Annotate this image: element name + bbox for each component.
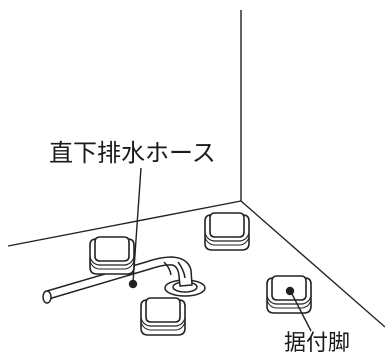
foot-pad-back-right: [204, 212, 250, 251]
foot-pad-front-left: [140, 297, 186, 336]
room-outline: [7, 10, 385, 328]
floor-left-edge: [7, 200, 242, 247]
feet-leader-dot: [285, 286, 295, 296]
hose-leader-line: [132, 167, 142, 284]
leader-lines: [128, 167, 312, 332]
drain-hose-label: 直下排水ホース: [49, 139, 216, 167]
feet-leader-line: [290, 291, 312, 332]
install-feet-label: 据付脚: [284, 331, 351, 356]
hose-band: [163, 261, 172, 276]
hose-end: [42, 290, 52, 304]
hose-band-2: [177, 261, 186, 279]
floor-right-edge: [240, 200, 385, 328]
drain-hose: [42, 256, 206, 304]
foot-pad-back-left: [89, 236, 135, 275]
hose-leader-dot: [128, 279, 138, 289]
